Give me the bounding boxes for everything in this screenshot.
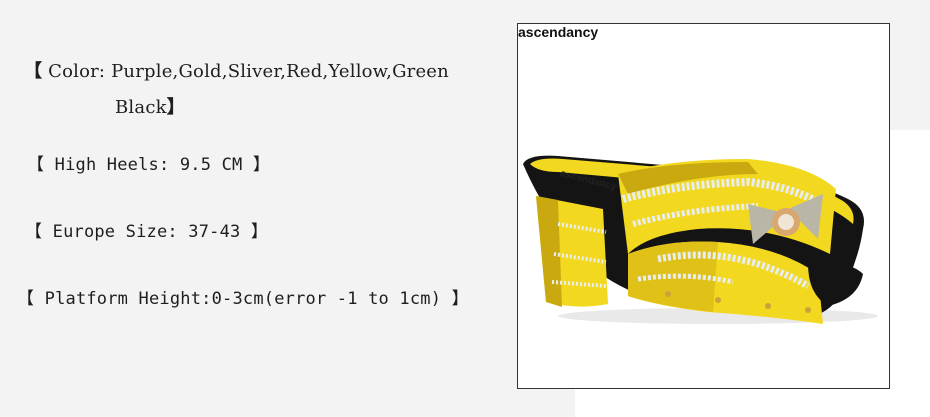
spec-color: 【 Color: Purple,Gold,Sliver,Red,Yellow,G…	[24, 57, 449, 83]
bracket-open: 【	[24, 61, 43, 82]
bracket-close: 】	[166, 97, 185, 118]
product-photo: ascendancy ascendancy	[517, 23, 890, 389]
spec-color-continued: Black】	[115, 93, 185, 119]
spec-color-cont-text: Black	[115, 97, 167, 118]
spec-high-heels: 【 High Heels: 9.5 CM 】	[27, 155, 271, 175]
sandal-illustration: ascendancy	[523, 155, 878, 324]
spec-color-text: Color: Purple,Gold,Sliver,Red,Yellow,Gre…	[42, 61, 449, 82]
spec-europe-size: 【 Europe Size: 37-43 】	[25, 222, 269, 242]
spec-platform-height: 【 Platform Height:0-3cm(error -1 to 1cm)…	[17, 289, 469, 309]
brand-label: ascendancy	[518, 24, 599, 40]
